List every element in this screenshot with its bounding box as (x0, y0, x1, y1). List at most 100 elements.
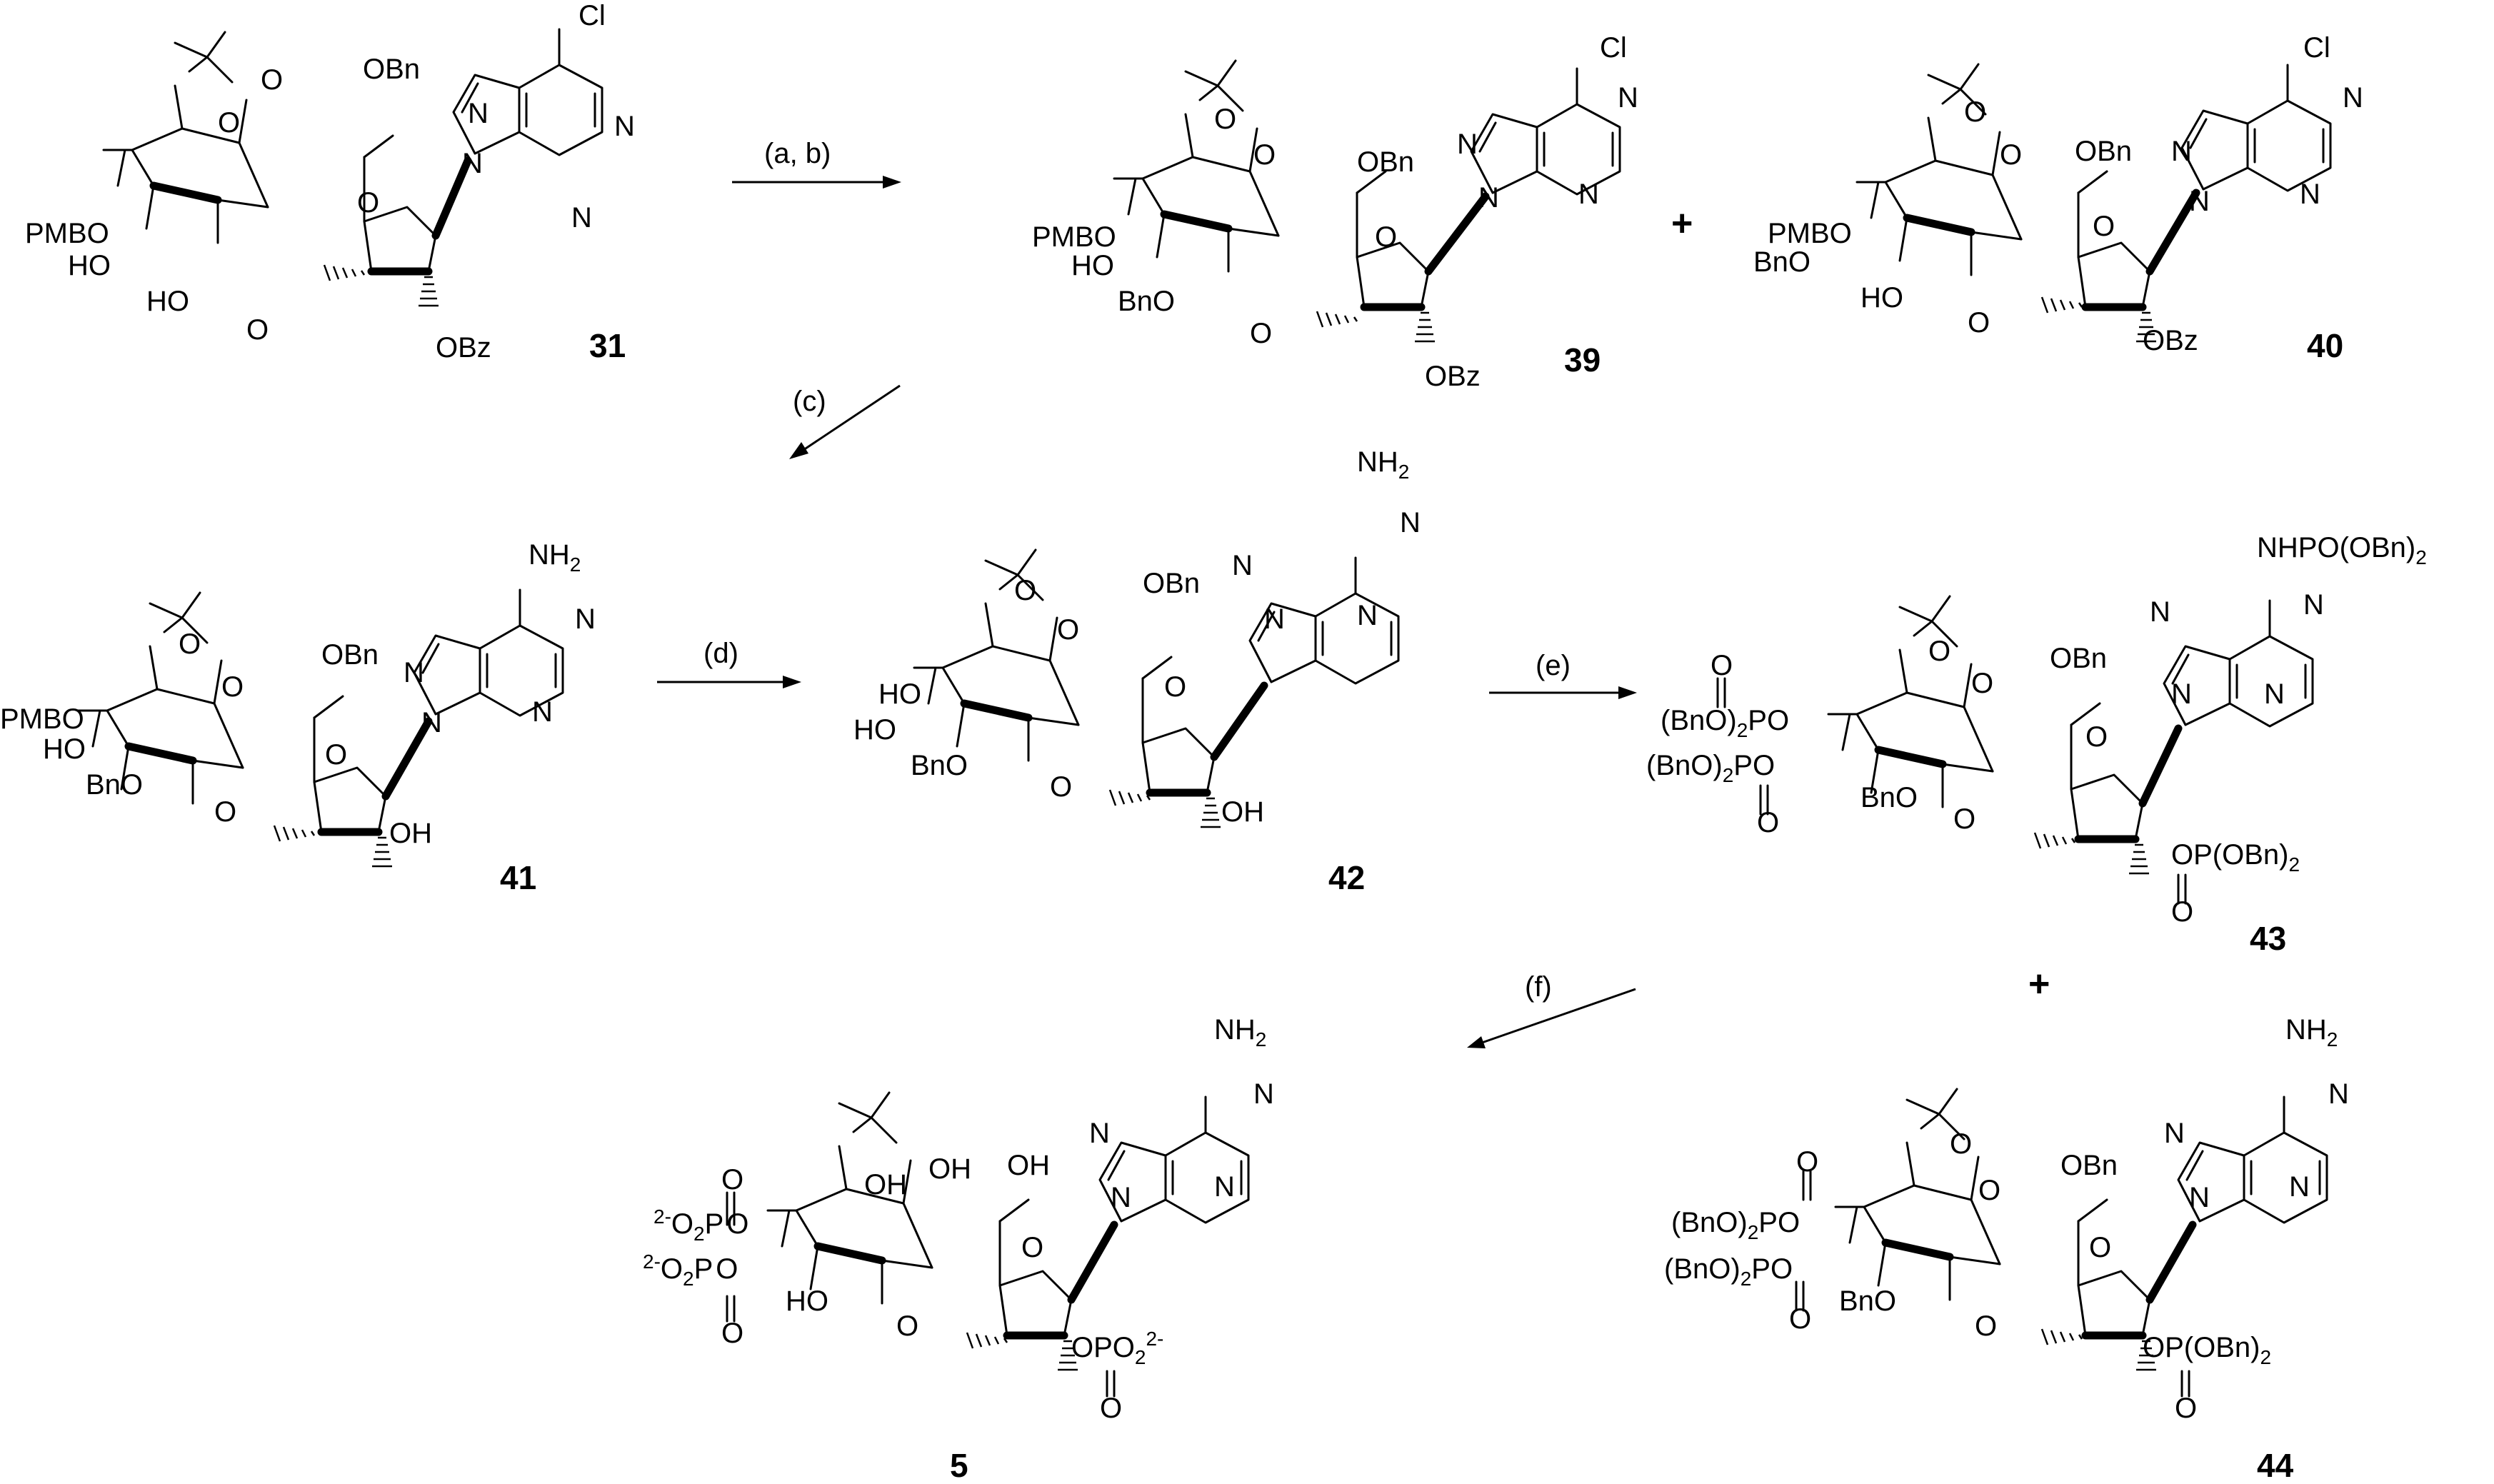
bno-label: BnO (1839, 1285, 1896, 1317)
n-atom: N (2189, 186, 2210, 217)
pmbo-label: PMBO (1768, 218, 1852, 249)
step-label-a-b: (a, b) (764, 138, 831, 169)
n-atom: N (532, 696, 553, 728)
arrow-step-c: (c) (789, 384, 901, 459)
n-atom: N (2264, 678, 2285, 710)
o-atom: O (221, 671, 244, 703)
n-atom: N (1253, 1078, 1274, 1110)
n-atom: N (421, 707, 442, 738)
oh-label: OH (864, 1169, 907, 1200)
o-atom: O (1057, 614, 1079, 646)
o-atom: O (2089, 1232, 2111, 1263)
n-atom: N (1232, 550, 1253, 581)
n-atom: N (1578, 179, 1599, 210)
compound-label-44: 44 (2257, 1447, 2294, 1484)
n-atom: N (571, 202, 592, 234)
n-atom: N (468, 98, 489, 129)
compound-label-31: 31 (589, 327, 626, 364)
n-atom: N (1357, 600, 1378, 631)
phosphoryl-o: O (1100, 1393, 1122, 1424)
bno2po-label: (BnO)2PO (1671, 1207, 1800, 1243)
bno-label: BnO (1753, 246, 1811, 278)
o-atom: O (1978, 1175, 2000, 1206)
n-atom: N (614, 111, 635, 142)
step-label-d: (d) (703, 638, 738, 669)
ho-label: HO (878, 678, 921, 710)
nh2-label: NH2 (1357, 446, 1409, 483)
oh-label: OH (389, 818, 432, 849)
compound-31-structure: Cl N N N N OBn O O O PMBO HO HO O OBz 31 (25, 0, 635, 364)
bno-label: BnO (1861, 782, 1918, 813)
o-atom: O (2085, 721, 2108, 753)
n-atom: N (1089, 1118, 1110, 1149)
o-atom: O (1971, 668, 1993, 699)
n-atom: N (2303, 589, 2324, 621)
compound-label-39: 39 (1564, 341, 1601, 378)
arrow-step-f: (f) (1467, 971, 1636, 1048)
step-label-e: (e) (1536, 650, 1571, 681)
phosphoryl-o: O (721, 1164, 743, 1195)
ho-label: HO (1071, 250, 1114, 281)
compound-label-41: 41 (500, 859, 536, 896)
opo2-dianion-label: OPO22- (1071, 1328, 1163, 1368)
n-atom: N (2289, 1171, 2310, 1203)
n-atom: N (2189, 1182, 2210, 1213)
o-atom: O (261, 64, 283, 96)
bno2po-label: (BnO)2PO (1646, 750, 1775, 786)
compound-44-structure: NH2 N N N N OBn O O O O (BnO)2PO (BnO)2P… (1664, 1014, 2349, 1484)
oh-label: OH (928, 1153, 971, 1185)
n-atom: N (1618, 82, 1638, 114)
pmbo-label: PMBO (25, 218, 109, 249)
o-atom: O (218, 107, 240, 139)
o-atom: O (246, 314, 269, 346)
o-atom: O (2093, 211, 2115, 242)
ho-label: HO (853, 714, 896, 746)
step-label-c: (c) (793, 386, 826, 417)
o-atom: O (1164, 671, 1186, 703)
cl-atom: Cl (579, 0, 606, 31)
n-atom: N (2150, 596, 2170, 628)
ho-label: HO (146, 286, 189, 317)
n-atom: N (462, 148, 483, 179)
n-atom: N (2171, 678, 2192, 710)
bno2po-label: (BnO)2PO (1664, 1253, 1793, 1290)
n-atom: N (2343, 82, 2363, 114)
n-atom: N (1214, 1171, 1235, 1203)
o-atom: O (214, 796, 236, 828)
o-atom: O (2000, 139, 2022, 171)
plus-sign: + (2028, 963, 2050, 1005)
n-atom: N (2300, 179, 2320, 210)
nh2-label: NH2 (2285, 1014, 2338, 1051)
ho-label: HO (786, 1285, 828, 1317)
arrow-step-d: (d) (657, 638, 801, 688)
n-atom: N (2164, 1118, 2185, 1149)
compound-43-structure: NHPO(OBn)2 N N N N OBn O O O O (BnO)2PO … (1646, 532, 2427, 957)
phosphoryl-o: O (721, 1318, 743, 1349)
n-atom: N (404, 657, 424, 688)
arrow-step-a-b: (a, b) (732, 138, 901, 189)
phosphoryl-o: O (1711, 650, 1733, 681)
nhpo-obn2-label: NHPO(OBn)2 (2257, 532, 2427, 568)
compound-41-structure: NH2 N N N N OBn O O O PMBO HO BnO O OH 4… (0, 539, 596, 896)
o-atom: O (357, 187, 379, 219)
o-atom: O (1375, 221, 1397, 253)
phosphoryl-o: O (1789, 1303, 1811, 1335)
ho-label: HO (1861, 282, 1903, 314)
obn-label: OBn (2075, 136, 2132, 167)
compound-label-43: 43 (2250, 920, 2286, 957)
cl-atom: Cl (1600, 32, 1627, 64)
obn-label: OBn (1357, 146, 1414, 178)
compound-40-structure: Cl N N N N OBn O O O PMBO BnO HO O OBz 4… (1753, 32, 2363, 364)
compound-label-42: 42 (1328, 859, 1365, 896)
obn-label: OBn (363, 54, 420, 85)
nh2-label: NH2 (529, 539, 581, 576)
bno-label: BnO (86, 769, 143, 801)
o-atom: O (1953, 803, 1975, 835)
o-atom: O (1014, 575, 1036, 606)
oh-label: OH (1221, 796, 1264, 828)
compound-39-structure: Cl N N N N OBn O O O PMBO HO BnO O OBz 3… (1032, 32, 1638, 392)
